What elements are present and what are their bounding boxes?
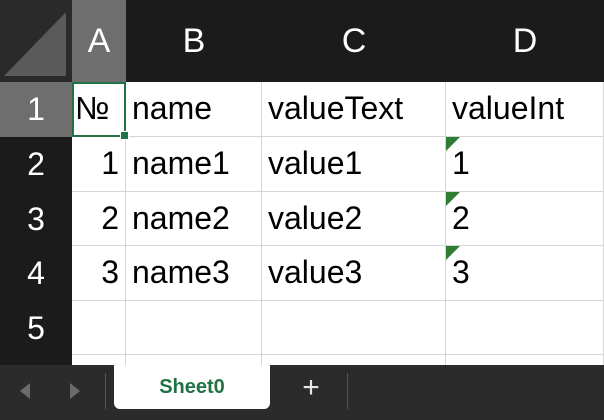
cell-c3[interactable]: value2 xyxy=(262,192,446,246)
cell-a2[interactable]: 1 xyxy=(72,137,126,192)
cell-c5[interactable] xyxy=(262,301,446,355)
row-header-1[interactable]: 1 xyxy=(0,82,72,137)
cell-d2[interactable]: 1 xyxy=(446,137,604,192)
cell-b5[interactable] xyxy=(126,301,262,355)
number-as-text-warning-icon[interactable] xyxy=(446,246,460,260)
row-header-5[interactable]: 5 xyxy=(0,301,72,355)
row-header-3[interactable]: 3 xyxy=(0,192,72,246)
column-header-b[interactable]: B xyxy=(126,0,262,82)
sheet-tab-bar: Sheet0 + xyxy=(0,365,604,420)
cell-a3[interactable]: 2 xyxy=(72,192,126,246)
column-header-d[interactable]: D xyxy=(446,0,604,82)
column-header-c[interactable]: C xyxy=(262,0,446,82)
sheet-tab-sheet0[interactable]: Sheet0 xyxy=(114,365,270,409)
cell-d1[interactable]: valueInt xyxy=(446,82,604,137)
row-header-6[interactable] xyxy=(0,355,72,365)
tab-divider xyxy=(105,373,106,409)
cell-b4[interactable]: name3 xyxy=(126,246,262,301)
tab-divider xyxy=(347,373,348,409)
number-as-text-warning-icon[interactable] xyxy=(446,137,460,151)
cell-a5[interactable] xyxy=(72,301,126,355)
select-all-corner[interactable] xyxy=(0,0,72,82)
cell-d6[interactable] xyxy=(446,355,604,365)
cell-d4[interactable]: 3 xyxy=(446,246,604,301)
cell-d3[interactable]: 2 xyxy=(446,192,604,246)
column-header-a[interactable]: A xyxy=(72,0,126,82)
number-as-text-warning-icon[interactable] xyxy=(446,192,460,206)
cell-c6[interactable] xyxy=(262,355,446,365)
cell-a6[interactable] xyxy=(72,355,126,365)
cell-c2[interactable]: value1 xyxy=(262,137,446,192)
next-sheet-icon[interactable] xyxy=(70,383,80,399)
cell-a1[interactable]: № xyxy=(72,82,126,137)
row-header-2[interactable]: 2 xyxy=(0,137,72,192)
cell-a4[interactable]: 3 xyxy=(72,246,126,301)
cell-d2-value: 1 xyxy=(452,145,470,181)
cell-grid: № name valueText valueInt 1 name1 value1… xyxy=(72,82,604,365)
cell-c1[interactable]: valueText xyxy=(262,82,446,137)
cell-b2[interactable]: name1 xyxy=(126,137,262,192)
cell-d5[interactable] xyxy=(446,301,604,355)
fill-handle[interactable] xyxy=(120,131,129,140)
cell-b1[interactable]: name xyxy=(126,82,262,137)
cell-b3[interactable]: name2 xyxy=(126,192,262,246)
cell-c4[interactable]: value3 xyxy=(262,246,446,301)
add-sheet-icon[interactable]: + xyxy=(302,371,320,404)
cell-b6[interactable] xyxy=(126,355,262,365)
cell-d3-value: 2 xyxy=(452,200,470,236)
select-all-triangle-icon xyxy=(4,12,66,76)
row-header-4[interactable]: 4 xyxy=(0,246,72,301)
previous-sheet-icon[interactable] xyxy=(20,383,30,399)
cell-d4-value: 3 xyxy=(452,254,470,290)
